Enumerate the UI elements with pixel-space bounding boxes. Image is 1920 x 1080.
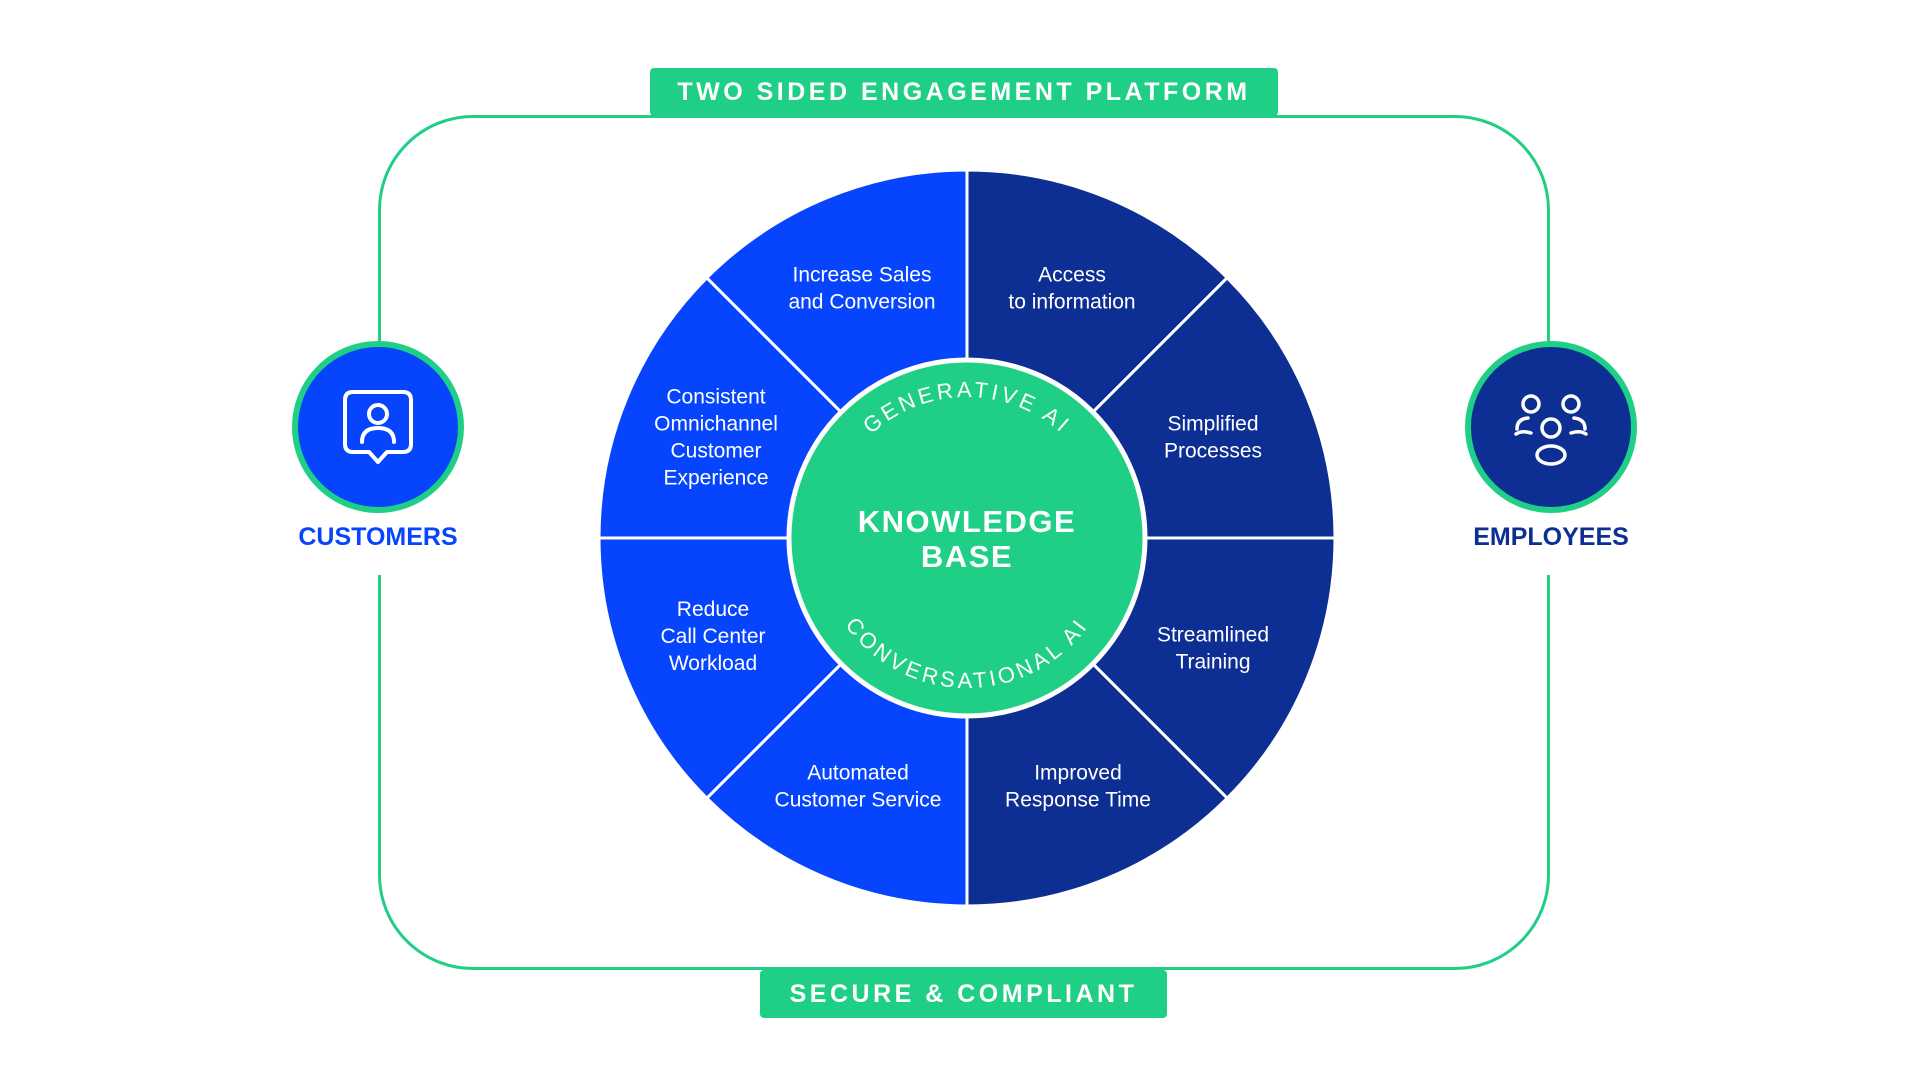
customers-label: CUSTOMERS: [298, 523, 458, 551]
knowledge-base-title-line2: BASE: [921, 539, 1013, 574]
employees-label: EMPLOYEES: [1473, 523, 1629, 551]
segment-label-line: Call Center: [660, 625, 765, 648]
segment-label-line: Simplified: [1167, 413, 1258, 436]
segment-label-line: Processes: [1164, 440, 1262, 463]
segment-label-line: Customer Service: [775, 789, 942, 812]
customers-circle: [292, 341, 464, 513]
segment-label-line: Reduce: [677, 598, 749, 621]
customer-profile-icon: [343, 390, 413, 464]
segment-label-line: Access: [1038, 264, 1106, 287]
frame-gap-right: [1540, 505, 1556, 575]
employee-group-icon: [1514, 394, 1588, 466]
segment-label-line: Improved: [1034, 762, 1122, 785]
segment-label-line: to information: [1008, 291, 1135, 314]
knowledge-base-title-line1: KNOWLEDGE: [858, 504, 1076, 539]
segment-label-line: Customer: [670, 440, 761, 463]
segment-label-line: and Conversion: [788, 291, 935, 314]
segment-label-access-to-information: Access to information: [1008, 264, 1135, 314]
segment-label-line: Experience: [663, 467, 768, 490]
frame-gap-left: [372, 505, 388, 575]
segment-label-line: Increase Sales: [793, 264, 932, 287]
segment-label-line: Streamlined: [1157, 624, 1269, 647]
banner-secure-compliant: SECURE & COMPLIANT: [760, 970, 1167, 1018]
segment-label-increase-sales-and-conversion: Increase Sales and Conversion: [788, 264, 935, 314]
segment-label-line: Workload: [669, 652, 757, 675]
segment-label-line: Omnichannel: [654, 413, 778, 436]
segment-label-line: Response Time: [1005, 789, 1151, 812]
segment-label-line: Consistent: [666, 386, 765, 409]
segment-label-line: Automated: [807, 762, 909, 785]
segment-label-line: Training: [1175, 651, 1250, 674]
banner-two-sided-platform: TWO SIDED ENGAGEMENT PLATFORM: [650, 68, 1278, 116]
knowledge-base-hub: [786, 357, 1148, 719]
employees-circle: [1465, 341, 1637, 513]
